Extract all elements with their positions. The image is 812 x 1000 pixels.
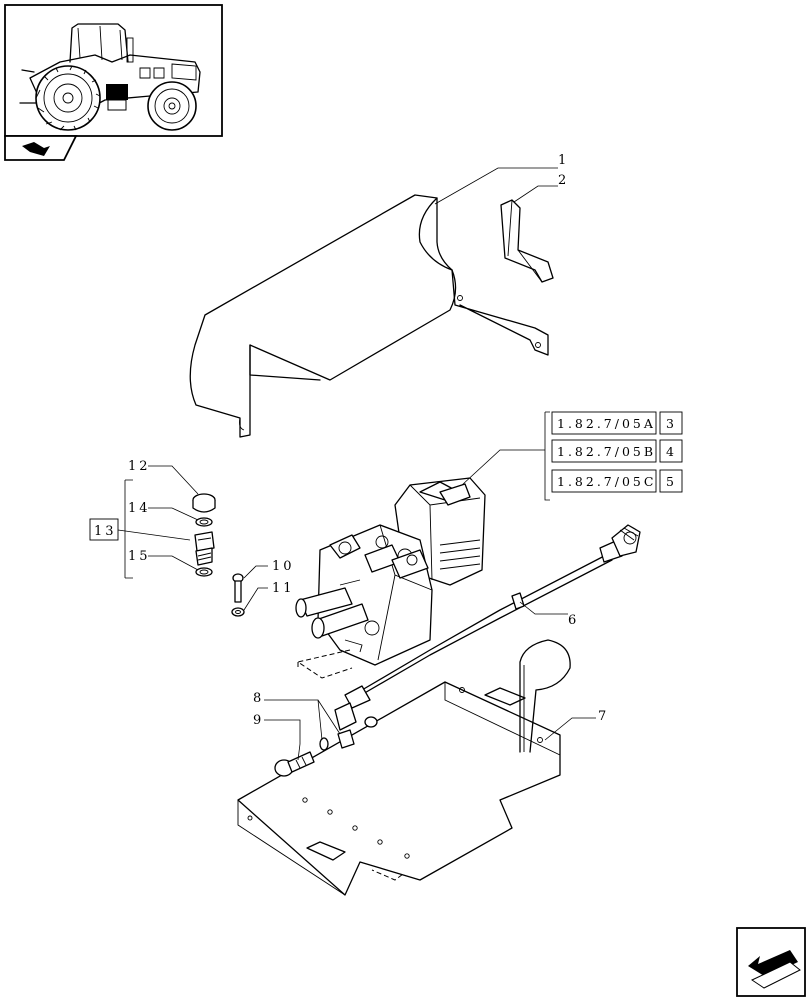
ref-num-c[interactable]: 5 [666, 474, 677, 489]
leader-lines [117, 167, 596, 761]
part-15-washer [195, 567, 213, 577]
callout-labels: 1 2 6 7 8 9 10 11 12 14 15 13 [89, 153, 609, 728]
part-1-cover [189, 194, 549, 438]
callout-11: 11 [272, 581, 295, 596]
callout-12: 12 [128, 459, 151, 474]
part-2-edge-trim [500, 199, 554, 283]
callout-13-box [89, 518, 119, 541]
next-page-arrow-icon[interactable] [736, 927, 806, 997]
part-11-washer [231, 607, 245, 617]
callout-7: 7 [598, 709, 609, 724]
part-6-cable [334, 524, 641, 731]
callout-14: 14 [128, 501, 151, 516]
catalog-book-icon [4, 135, 78, 161]
callout-15: 15 [128, 549, 151, 564]
callout-2: 2 [558, 173, 569, 188]
part-13-fitting [194, 531, 215, 566]
ref-code-c[interactable]: 1.82.7/05C [557, 474, 656, 489]
part-7-bracket [237, 639, 571, 896]
callout-10: 10 [272, 559, 295, 574]
tractor-thumbnail-icon [4, 4, 223, 137]
callout-6: 6 [568, 613, 579, 628]
part-10-bolt [232, 573, 244, 603]
callout-8: 8 [253, 691, 264, 706]
ref-code-b[interactable]: 1.82.7/05B [557, 444, 656, 459]
part-14-washer [195, 517, 213, 527]
part-8-nut [319, 716, 378, 751]
callout-9: 9 [253, 713, 264, 728]
control-valve-assembly [295, 477, 486, 666]
ref-code-a[interactable]: 1.82.7/05A [557, 416, 656, 431]
callout-13: 13 [94, 524, 117, 539]
part-9-screw [274, 751, 315, 777]
reference-table: 1.82.7/05A 3 1.82.7/05B 4 1.82.7/05C 5 [551, 411, 683, 493]
callout-1: 1 [558, 153, 569, 168]
part-12-cap [192, 493, 216, 513]
ref-num-b[interactable]: 4 [666, 444, 677, 459]
ref-num-a[interactable]: 3 [666, 416, 677, 431]
